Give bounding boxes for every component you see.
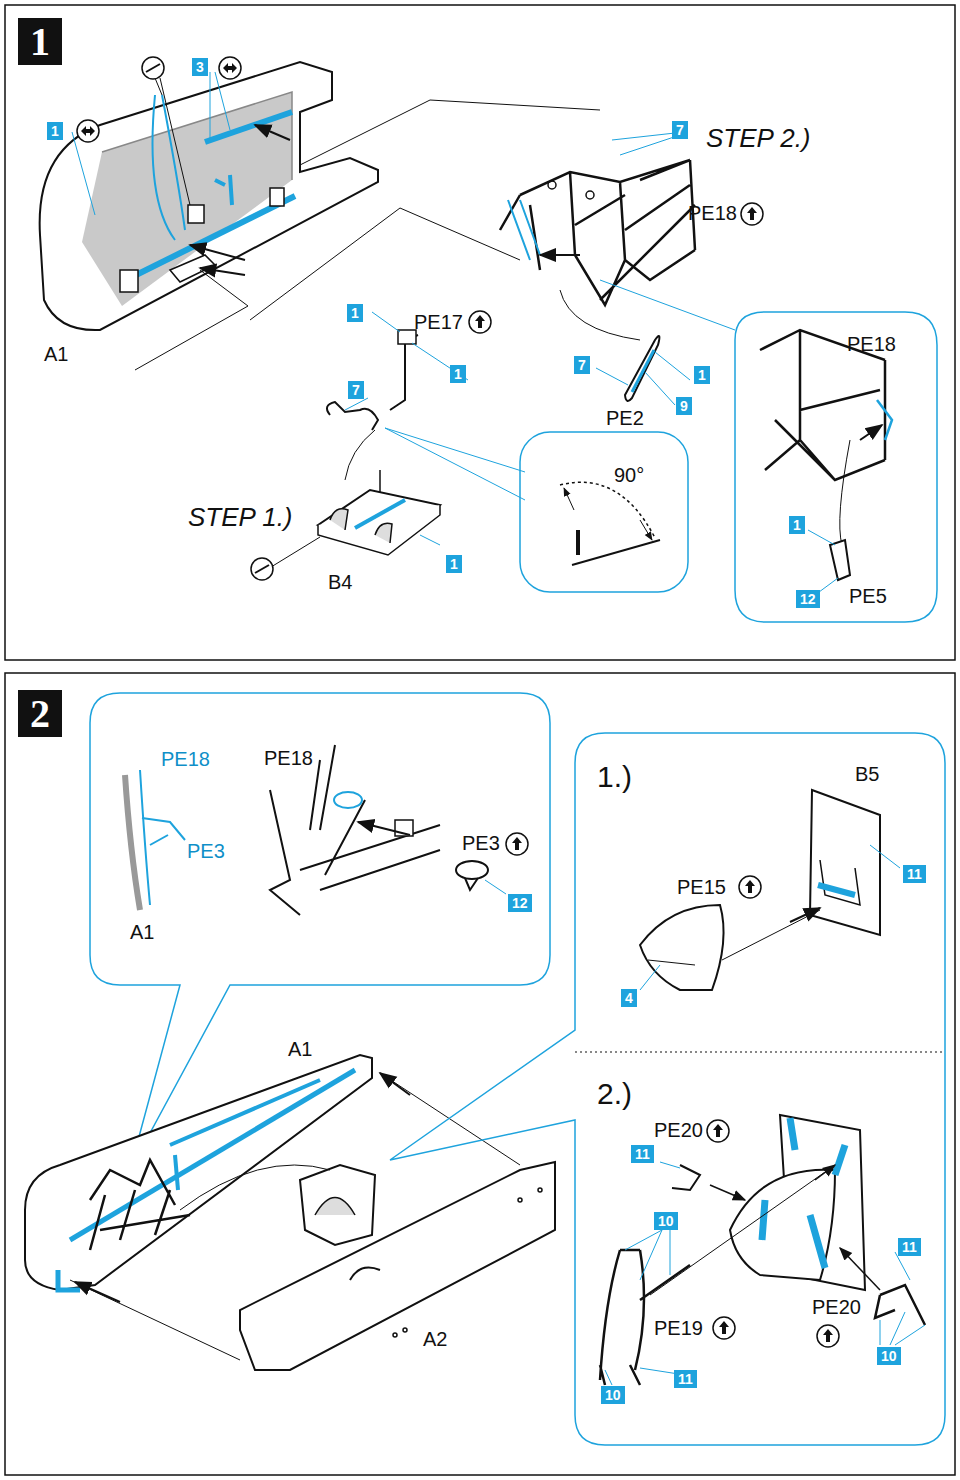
callout-number: 10 — [654, 1212, 678, 1230]
callout-number: 4 — [621, 989, 637, 1007]
part-label: B4 — [328, 571, 352, 594]
step-number: 1 — [30, 18, 50, 65]
callout-number: 11 — [903, 865, 926, 883]
callout-number: 9 — [676, 397, 692, 415]
part-label: PE18 — [847, 333, 896, 356]
callout-number: 12 — [796, 590, 820, 608]
part-label: PE2 — [606, 407, 644, 430]
part-label: PE3 — [462, 832, 500, 855]
part-label: PE20 — [654, 1119, 703, 1142]
step-heading: STEP 1.) — [188, 503, 293, 533]
callout-number: 1 — [694, 366, 710, 384]
step-heading: STEP 2.) — [706, 124, 811, 154]
part-label: 90° — [614, 464, 644, 487]
part-label: PE18 — [264, 747, 313, 770]
callout-number: 10 — [877, 1347, 901, 1365]
callout-number: 1 — [347, 304, 363, 322]
part-label: B5 — [855, 763, 879, 786]
part-label: PE20 — [812, 1296, 861, 1319]
callout-number: 11 — [674, 1370, 697, 1388]
part-label: PE15 — [677, 876, 726, 899]
part-label: PE3 — [186, 840, 226, 863]
step-number-box: 2 — [18, 690, 62, 737]
step-number-box: 1 — [18, 18, 62, 65]
part-label: A1 — [44, 343, 68, 366]
part-label: PE18 — [688, 202, 737, 225]
callout-number: 12 — [508, 894, 532, 912]
callout-number: 11 — [631, 1145, 654, 1163]
part-label: PE17 — [414, 311, 463, 334]
callout-number: 7 — [574, 356, 590, 374]
part-label: A1 — [130, 921, 154, 944]
part-label: PE19 — [654, 1317, 703, 1340]
callout-number: 7 — [348, 381, 364, 399]
substep-heading: 2.) — [597, 1077, 632, 1112]
callout-number: 1 — [789, 516, 805, 534]
callout-number: 1 — [446, 555, 462, 573]
part-label: PE5 — [849, 585, 887, 608]
callout-number: 10 — [601, 1386, 625, 1404]
callout-number: 11 — [898, 1238, 921, 1256]
step-number: 2 — [30, 690, 50, 737]
callout-number: 1 — [450, 365, 466, 383]
part-label: PE18 — [160, 748, 211, 771]
callout-number: 7 — [672, 121, 688, 139]
part-label: A2 — [423, 1328, 447, 1351]
part-label: A1 — [288, 1038, 312, 1061]
substep-heading: 1.) — [597, 760, 632, 795]
callout-number: 3 — [192, 58, 208, 76]
callout-number: 1 — [47, 122, 63, 140]
